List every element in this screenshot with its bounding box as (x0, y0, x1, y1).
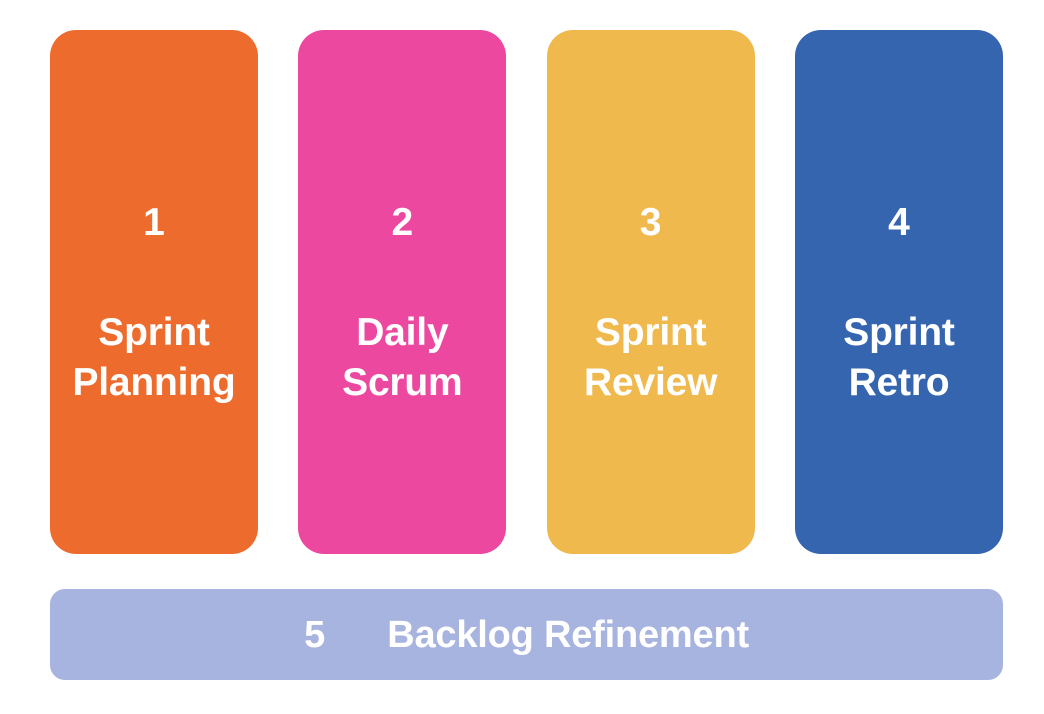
card-label: Sprint Review (584, 311, 718, 404)
card-number: 4 (888, 201, 910, 244)
scrum-event-card-sprint-planning[interactable]: 1 Sprint Planning (50, 30, 258, 554)
card-number: 3 (639, 201, 662, 244)
card-number: 1 (143, 201, 165, 244)
scrum-event-card-sprint-retro[interactable]: 4 Sprint Retro (794, 30, 1003, 554)
scrum-event-card-daily-scrum[interactable]: 2 Daily Scrum (298, 30, 507, 554)
card-label: Daily Scrum (342, 311, 463, 404)
footer-number: 5 (304, 613, 326, 656)
scrum-events-card-row: 1 Sprint Planning 2 Daily Scrum 3 Sprint… (50, 30, 1003, 554)
scrum-event-bar-backlog-refinement[interactable]: 5 Backlog Refinement (50, 589, 1003, 680)
scrum-event-card-sprint-review[interactable]: 3 Sprint Review (546, 30, 755, 554)
card-label: Sprint Planning (72, 311, 236, 404)
card-number: 2 (391, 201, 414, 244)
footer-label: Backlog Refinement (387, 613, 749, 656)
card-label: Sprint Retro (843, 311, 955, 404)
